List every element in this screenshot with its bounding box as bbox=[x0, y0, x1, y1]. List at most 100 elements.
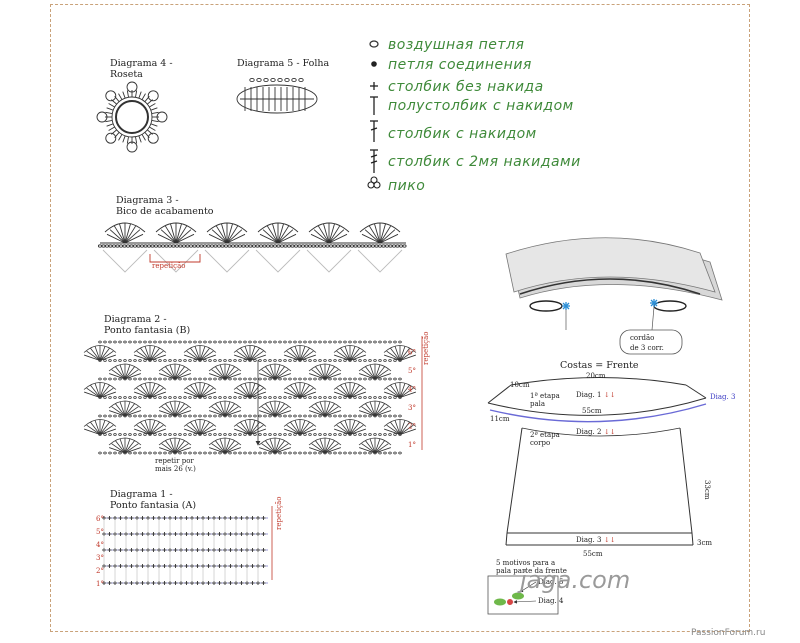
edging-chain bbox=[311, 244, 316, 248]
fan-stitch bbox=[124, 403, 135, 417]
fan-chain bbox=[238, 451, 242, 455]
fan-stitch bbox=[311, 406, 326, 417]
edging-chain bbox=[342, 244, 348, 248]
roseta-stitch bbox=[106, 123, 114, 127]
fan-stitch bbox=[399, 347, 410, 361]
fan-stitch bbox=[340, 347, 351, 361]
fan-chain bbox=[243, 377, 247, 381]
fan-chain bbox=[123, 451, 127, 455]
fan-arc bbox=[208, 363, 242, 372]
fan-stitch bbox=[374, 443, 389, 454]
fan-stitch bbox=[336, 387, 351, 398]
fan-stitch bbox=[324, 366, 335, 380]
fan-stitch bbox=[124, 366, 135, 380]
fan-chain bbox=[203, 433, 207, 436]
fan-chain bbox=[368, 433, 372, 436]
fan-stitch bbox=[111, 406, 126, 417]
fan-stitch bbox=[399, 354, 416, 361]
fan-chain bbox=[148, 340, 152, 344]
stitch-legend: воздушная петля петля соединения столбик… bbox=[367, 37, 581, 194]
edging-chain bbox=[139, 244, 145, 248]
fan-chain bbox=[173, 433, 177, 436]
edging-fan-arc bbox=[155, 222, 197, 233]
roseta-stitch bbox=[108, 126, 115, 131]
fan-stitch bbox=[149, 391, 166, 398]
fan-stitch bbox=[149, 387, 164, 398]
fan-chain bbox=[238, 340, 242, 344]
fan-chain bbox=[178, 451, 182, 455]
legend-item-5: столбик с 2мя накидами bbox=[388, 154, 581, 170]
edging-chain bbox=[370, 244, 376, 248]
fan-stitch bbox=[319, 364, 326, 380]
fan-stitch bbox=[324, 373, 341, 380]
fan-stitch bbox=[199, 391, 216, 398]
fan-stitch bbox=[99, 350, 114, 361]
fan-stitch bbox=[349, 350, 364, 361]
fan-stitch bbox=[149, 384, 160, 398]
fan-chain bbox=[168, 377, 172, 381]
roseta-stitch bbox=[118, 93, 123, 100]
edging-chain bbox=[213, 244, 218, 248]
fan-chain bbox=[203, 377, 207, 381]
fan-stitch bbox=[249, 387, 264, 398]
fan-chain bbox=[193, 433, 197, 436]
fan-arc bbox=[383, 382, 417, 390]
fan-stitch bbox=[99, 391, 116, 398]
fan-stitch bbox=[140, 384, 151, 398]
fan-stitch bbox=[324, 403, 335, 417]
roseta-stitch bbox=[150, 107, 158, 111]
fan-stitch bbox=[374, 364, 381, 380]
fan-chain bbox=[293, 340, 297, 344]
fan-stitch bbox=[224, 366, 235, 380]
fan-arc bbox=[308, 363, 342, 372]
leaf-motif-icon bbox=[494, 592, 524, 606]
edging-chain bbox=[356, 244, 362, 248]
fan-chain bbox=[208, 414, 212, 418]
fan-chain bbox=[368, 359, 372, 362]
fan-chain bbox=[198, 377, 202, 381]
fan-chain bbox=[323, 396, 327, 399]
fan-stitch bbox=[209, 410, 226, 417]
edging-chain bbox=[335, 244, 341, 248]
fan-chain bbox=[153, 433, 157, 436]
fan-stitch bbox=[90, 384, 101, 398]
fan-chain bbox=[238, 433, 242, 436]
fan-stitch bbox=[349, 387, 364, 398]
fan-chain bbox=[153, 377, 157, 381]
fan-chain bbox=[368, 377, 372, 381]
fan-stitch bbox=[334, 391, 351, 398]
fan-chain bbox=[383, 396, 387, 399]
edging-fan-arc bbox=[206, 222, 248, 233]
fan-chain bbox=[108, 433, 112, 436]
fan-chain bbox=[188, 396, 192, 399]
fan-arc bbox=[183, 419, 217, 427]
fan-stitch bbox=[99, 424, 114, 435]
fan-arc bbox=[83, 382, 117, 390]
fan-chain bbox=[273, 377, 277, 381]
fan-chain bbox=[118, 359, 122, 362]
edging-chain bbox=[178, 244, 183, 248]
fan-stitch bbox=[261, 443, 276, 454]
fan-chain bbox=[218, 359, 222, 362]
fan-stitch bbox=[249, 424, 264, 435]
edging-fan-stitch bbox=[160, 229, 177, 244]
fan-chain bbox=[148, 451, 152, 455]
fan-chain bbox=[128, 340, 132, 344]
edging-chain bbox=[108, 244, 113, 248]
fan-stitch bbox=[99, 384, 110, 398]
fan-chain bbox=[153, 359, 157, 362]
fan-chain bbox=[228, 377, 232, 381]
fan-stitch bbox=[219, 401, 226, 417]
fan-chain bbox=[398, 340, 402, 344]
fan-stitch bbox=[234, 428, 251, 435]
fan-stitch bbox=[119, 401, 126, 417]
stage-2-label: 2ª etapa bbox=[530, 431, 560, 439]
fan-stitch bbox=[349, 354, 366, 361]
fan-chain bbox=[328, 451, 332, 455]
fan-chain bbox=[143, 414, 147, 418]
fan-stitch bbox=[124, 373, 141, 380]
fan-stitch bbox=[265, 440, 276, 454]
row-number: 1° bbox=[408, 441, 416, 449]
fan-chain bbox=[258, 451, 262, 455]
fan-stitch bbox=[259, 447, 276, 454]
